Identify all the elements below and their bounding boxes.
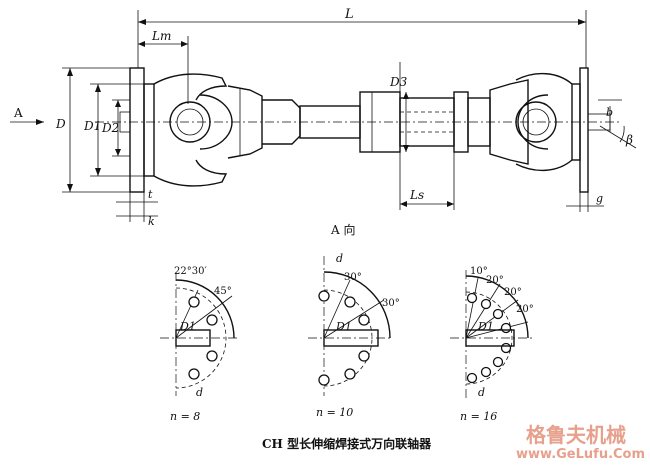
angle-label: 20°	[516, 304, 534, 315]
bolt-hole	[466, 292, 478, 304]
bolt-pattern-n16: 10° 20° 20° 20° D1 d n = 16	[450, 266, 534, 423]
pattern-n-label: n = 10	[316, 406, 353, 419]
left-flange-hub	[143, 83, 155, 177]
pattern-D1-label: D1	[335, 320, 352, 333]
hub-key	[465, 329, 515, 347]
dim-Ls: Ls	[409, 188, 424, 202]
bolt-hole	[318, 374, 330, 386]
D2-arrows	[115, 100, 121, 156]
view-arrow-head	[36, 119, 44, 125]
angle-ray-2	[465, 283, 501, 339]
dim-k: k	[148, 215, 155, 228]
angle-label: 20°	[504, 287, 522, 298]
dim-Lm: Lm	[151, 29, 171, 43]
bolt-pattern-n8: 22°30′ 45° D1 d n = 8	[160, 266, 240, 423]
watermark-url: www.GeLufu.Com	[516, 447, 645, 462]
angle-arc	[175, 279, 235, 339]
right-yoke	[515, 73, 573, 171]
angle-ray-2	[175, 295, 233, 339]
left-yoke	[153, 73, 228, 187]
angle-ray-1	[465, 277, 479, 339]
right-shaft-yoke	[489, 79, 529, 165]
pattern-d-label: d	[478, 386, 485, 399]
angle-label: 20°	[486, 275, 504, 286]
pattern-D1-label: D1	[179, 320, 196, 333]
bolt-hole	[466, 372, 478, 384]
bolt-circle	[323, 289, 373, 387]
left-cross-inner	[176, 108, 204, 136]
bolt-hole	[344, 368, 356, 380]
view-caption: A 向	[330, 222, 355, 237]
left-shaft-yoke	[227, 85, 263, 159]
right-cross-bearing	[515, 101, 557, 143]
bolt-hole	[206, 350, 218, 362]
angle-arc	[465, 275, 529, 339]
dim-L: L	[344, 7, 354, 22]
bolt-circle	[465, 291, 513, 385]
angle-label: 30°	[382, 298, 400, 309]
bolt-hole	[188, 296, 200, 308]
angle-ray-3	[465, 299, 519, 339]
bolt-hole	[358, 350, 370, 362]
left-yoke-bow	[199, 94, 233, 150]
dim-b: b	[606, 106, 613, 119]
watermark-cn: 格鲁夫机械	[526, 423, 626, 447]
dim-g: g	[596, 192, 603, 205]
angle-label: 45°	[214, 286, 232, 297]
pattern-n-label: n = 16	[460, 410, 497, 423]
angle-ray-1	[323, 279, 351, 339]
angle-label: 22°30′	[174, 266, 207, 277]
pattern-d-label: d	[196, 386, 203, 399]
right-cross-inner	[522, 108, 550, 136]
figure-caption: CH 型长伸缩焊接式万向联轴器	[262, 436, 432, 451]
angle-label: 30°	[344, 272, 362, 283]
beta-line	[599, 125, 637, 149]
dim-D1: D1	[83, 119, 101, 133]
main-view: L Lm D D1 D2 D3 A	[10, 7, 637, 237]
dim-D: D	[55, 117, 66, 131]
bolt-pattern-n10: d 30° 30° D1 n = 10	[308, 252, 400, 419]
right-flange	[579, 67, 589, 193]
hub-key	[323, 329, 379, 347]
bolt-hole	[344, 296, 356, 308]
angle-label: 10°	[470, 266, 488, 277]
dim-t: t	[148, 188, 153, 201]
beta-arc	[619, 125, 625, 143]
bolt-hole	[492, 308, 504, 320]
bolt-hole	[318, 290, 330, 302]
bolt-hole	[206, 314, 218, 326]
pattern-D1-label: D1	[477, 320, 494, 333]
right-yoke-bow	[517, 94, 549, 150]
bolt-hole	[500, 322, 512, 334]
bolt-hole	[500, 342, 512, 354]
angle-ray-2	[323, 299, 385, 339]
left-cross-bearing	[169, 101, 211, 143]
dim-D3: D3	[389, 75, 408, 89]
D3-arrows	[403, 92, 409, 152]
angle-arc	[323, 271, 391, 339]
view-A-label: A	[13, 106, 23, 120]
left-flange-spigot	[119, 111, 131, 133]
bolt-hole	[358, 314, 370, 326]
left-flange	[129, 67, 145, 193]
pattern-n-label: n = 8	[170, 410, 200, 423]
hub-key	[175, 329, 211, 347]
bolt-circle	[175, 287, 227, 389]
bolt-hole	[492, 356, 504, 368]
dim-D2: D2	[101, 121, 119, 135]
bolt-hole	[188, 368, 200, 380]
pattern-d-label-top: d	[336, 252, 343, 265]
bolt-hole	[480, 366, 492, 378]
dim-beta: β	[625, 133, 633, 147]
bolt-hole	[480, 298, 492, 310]
